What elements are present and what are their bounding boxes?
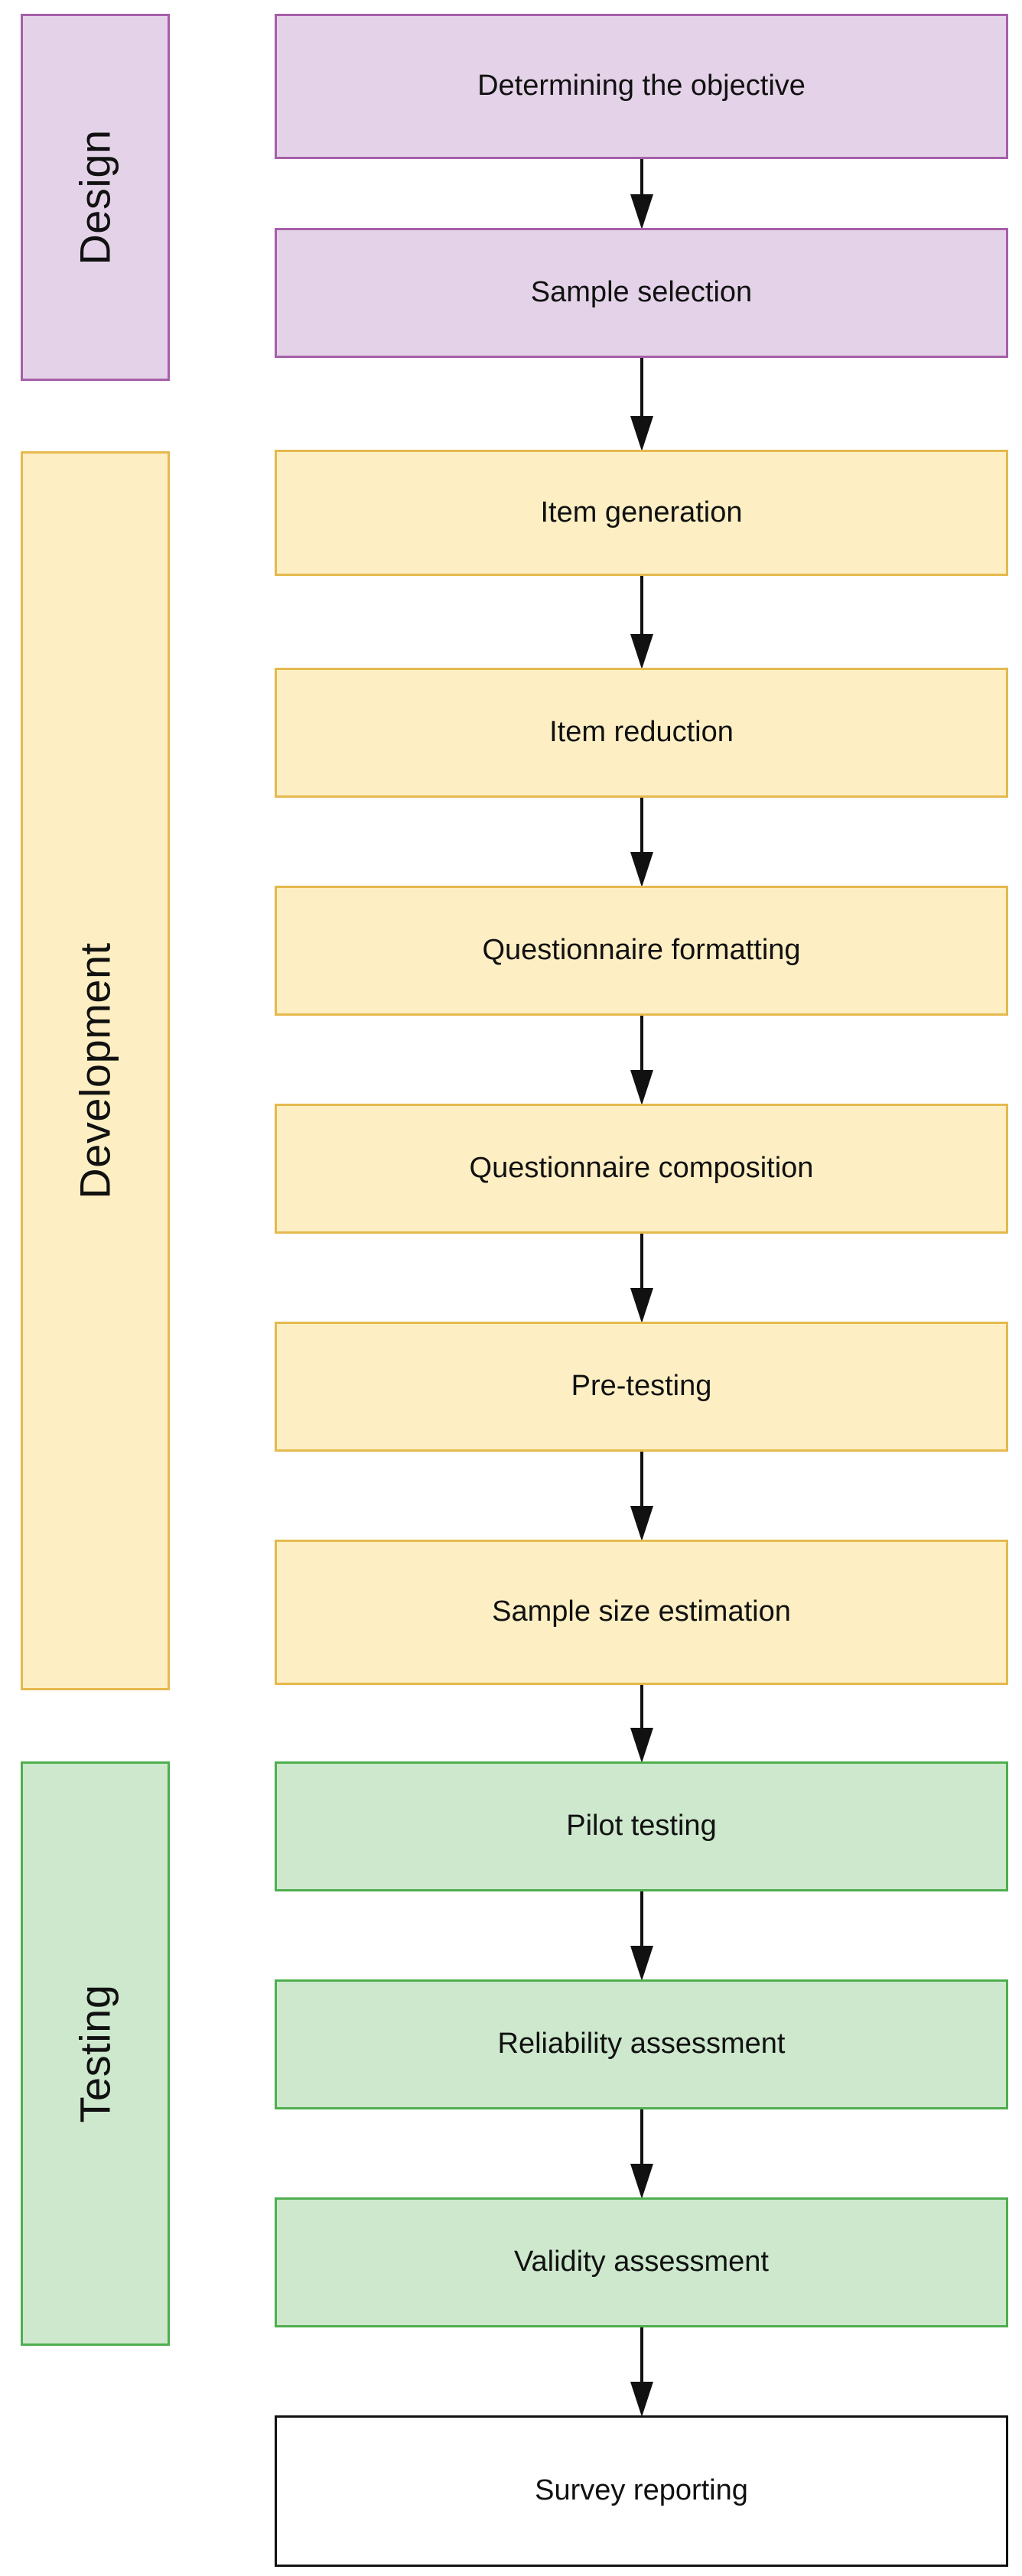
arrow-icon	[630, 1016, 653, 1105]
arrow-icon	[630, 159, 653, 229]
arrow-icon	[630, 576, 653, 669]
step-box-survey-reporting[interactable]: Survey reporting	[275, 2415, 1008, 2567]
arrow-validity-to-survey-reporting	[627, 2327, 656, 2417]
step-box-reliability-assessment[interactable]: Reliability assessment	[275, 1979, 1008, 2109]
phase-label-development: Development	[21, 451, 170, 1690]
step-label: Reliability assessment	[497, 2028, 786, 2060]
step-box-pre-testing[interactable]: Pre-testing	[275, 1322, 1008, 1452]
step-box-questionnaire-formatting[interactable]: Questionnaire formatting	[275, 886, 1008, 1016]
step-label: Pre-testing	[571, 1370, 712, 1403]
step-label: Questionnaire composition	[469, 1152, 814, 1185]
arrow-icon	[630, 798, 653, 887]
step-box-questionnaire-composition[interactable]: Questionnaire composition	[275, 1104, 1008, 1234]
arrow-icon	[630, 1685, 653, 1763]
arrow-composition-to-pre-testing	[627, 1234, 656, 1323]
phase-label-text: Design	[70, 129, 119, 265]
step-box-determining-the-objective[interactable]: Determining the objective	[275, 14, 1008, 159]
arrow-pre-testing-to-sample-size	[627, 1452, 656, 1541]
arrow-item-generation-to-item-reduction	[627, 576, 656, 669]
arrow-icon	[630, 1891, 653, 1981]
arrow-pilot-testing-to-reliability	[627, 1891, 656, 1981]
arrow-sample-size-to-pilot-testing	[627, 1685, 656, 1763]
step-label: Survey reporting	[535, 2474, 748, 2507]
step-label: Validity assessment	[514, 2246, 769, 2278]
step-box-sample-selection[interactable]: Sample selection	[275, 228, 1008, 358]
arrow-reliability-to-validity	[627, 2109, 656, 2199]
phase-label-text: Development	[70, 942, 119, 1199]
step-box-item-generation[interactable]: Item generation	[275, 450, 1008, 576]
arrow-icon	[630, 2109, 653, 2199]
step-label: Item reduction	[549, 716, 734, 749]
arrow-objective-to-sample-selection	[627, 159, 656, 229]
step-label: Item generation	[540, 496, 743, 529]
step-box-sample-size-estimation[interactable]: Sample size estimation	[275, 1540, 1008, 1685]
arrow-icon	[630, 2327, 653, 2417]
step-box-item-reduction[interactable]: Item reduction	[275, 668, 1008, 798]
phase-label-text: Testing	[70, 1984, 119, 2123]
step-box-validity-assessment[interactable]: Validity assessment	[275, 2197, 1008, 2327]
step-label: Sample size estimation	[492, 1595, 791, 1628]
step-label: Pilot testing	[566, 1810, 717, 1843]
arrow-icon	[630, 1452, 653, 1541]
arrow-icon	[630, 358, 653, 451]
arrow-item-reduction-to-formatting	[627, 798, 656, 887]
arrow-sample-selection-to-item-generation	[627, 358, 656, 451]
step-label: Sample selection	[530, 276, 753, 309]
arrow-icon	[630, 1234, 653, 1323]
phase-label-design: Design	[21, 14, 170, 381]
step-label: Questionnaire formatting	[482, 934, 801, 967]
arrow-formatting-to-composition	[627, 1016, 656, 1105]
step-box-pilot-testing[interactable]: Pilot testing	[275, 1761, 1008, 1891]
phase-label-testing: Testing	[21, 1761, 170, 2346]
step-label: Determining the objective	[477, 70, 806, 102]
